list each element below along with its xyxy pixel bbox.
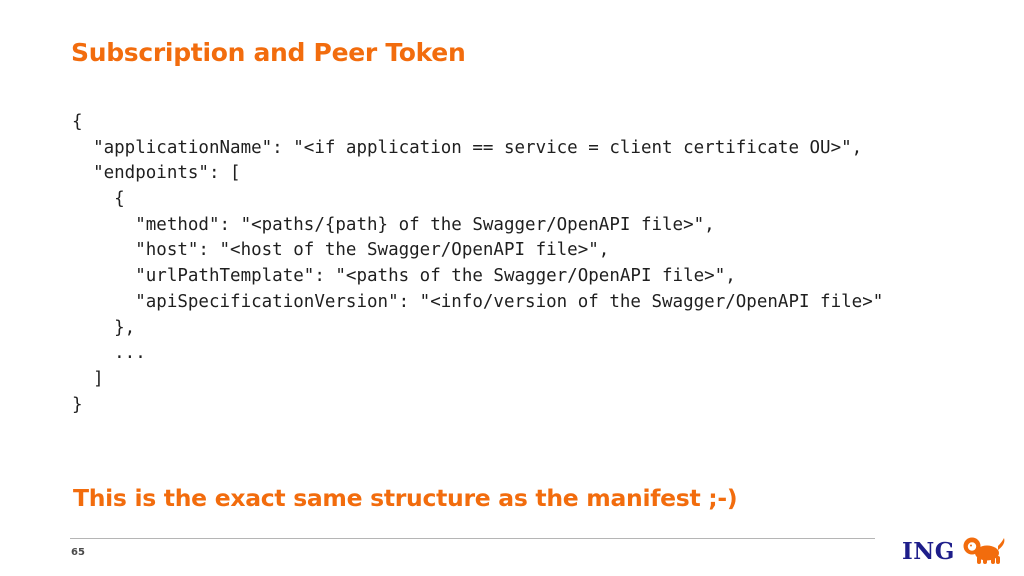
page-number: 65 <box>71 547 85 558</box>
slide-callout: This is the exact same structure as the … <box>73 484 738 512</box>
code-line: "endpoints": [ <box>72 163 241 184</box>
lion-icon <box>963 537 1005 564</box>
json-code-block: { "applicationName": "<if application ==… <box>72 110 883 418</box>
code-line: { <box>72 189 125 210</box>
code-line: "host": "<host of the Swagger/OpenAPI fi… <box>72 240 610 261</box>
brand-name: ING <box>902 538 955 565</box>
ing-logo: ING <box>902 537 1005 565</box>
footer-divider <box>70 538 875 539</box>
code-line: "apiSpecificationVersion": "<info/versio… <box>72 291 884 312</box>
code-line: "urlPathTemplate": "<paths of the Swagge… <box>72 266 736 287</box>
code-line: { <box>72 112 83 132</box>
code-line: }, <box>72 317 136 338</box>
code-line: "method": "<paths/{path} of the Swagger/… <box>72 214 715 235</box>
code-line: ... <box>72 343 146 364</box>
slide-title: Subscription and Peer Token <box>71 38 466 67</box>
code-line: ] <box>72 368 104 389</box>
code-line: "applicationName": "<if application == s… <box>72 137 863 158</box>
code-line: } <box>72 394 83 415</box>
